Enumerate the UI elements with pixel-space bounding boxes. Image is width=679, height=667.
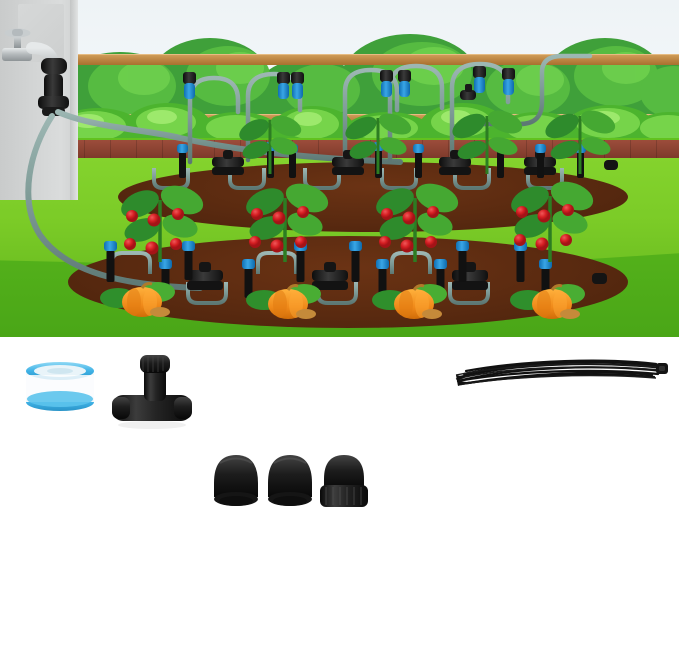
teflon-tape-roll	[26, 362, 94, 411]
end-caps-group	[214, 455, 368, 507]
fence-rail-top	[58, 54, 679, 65]
large-tee-connector	[112, 355, 192, 429]
end-cap	[214, 455, 258, 506]
included-parts-panel	[0, 337, 679, 667]
garden-illustration	[0, 0, 679, 337]
end-cap-threaded	[320, 455, 368, 507]
zip-ties-bundle	[455, 359, 668, 386]
end-cap	[268, 455, 312, 506]
irrigation-network	[0, 28, 618, 305]
hanging-misters	[183, 66, 515, 100]
feeder-hose-upper	[55, 109, 403, 165]
wall-edge	[70, 0, 78, 200]
hose-splitter	[38, 58, 69, 116]
